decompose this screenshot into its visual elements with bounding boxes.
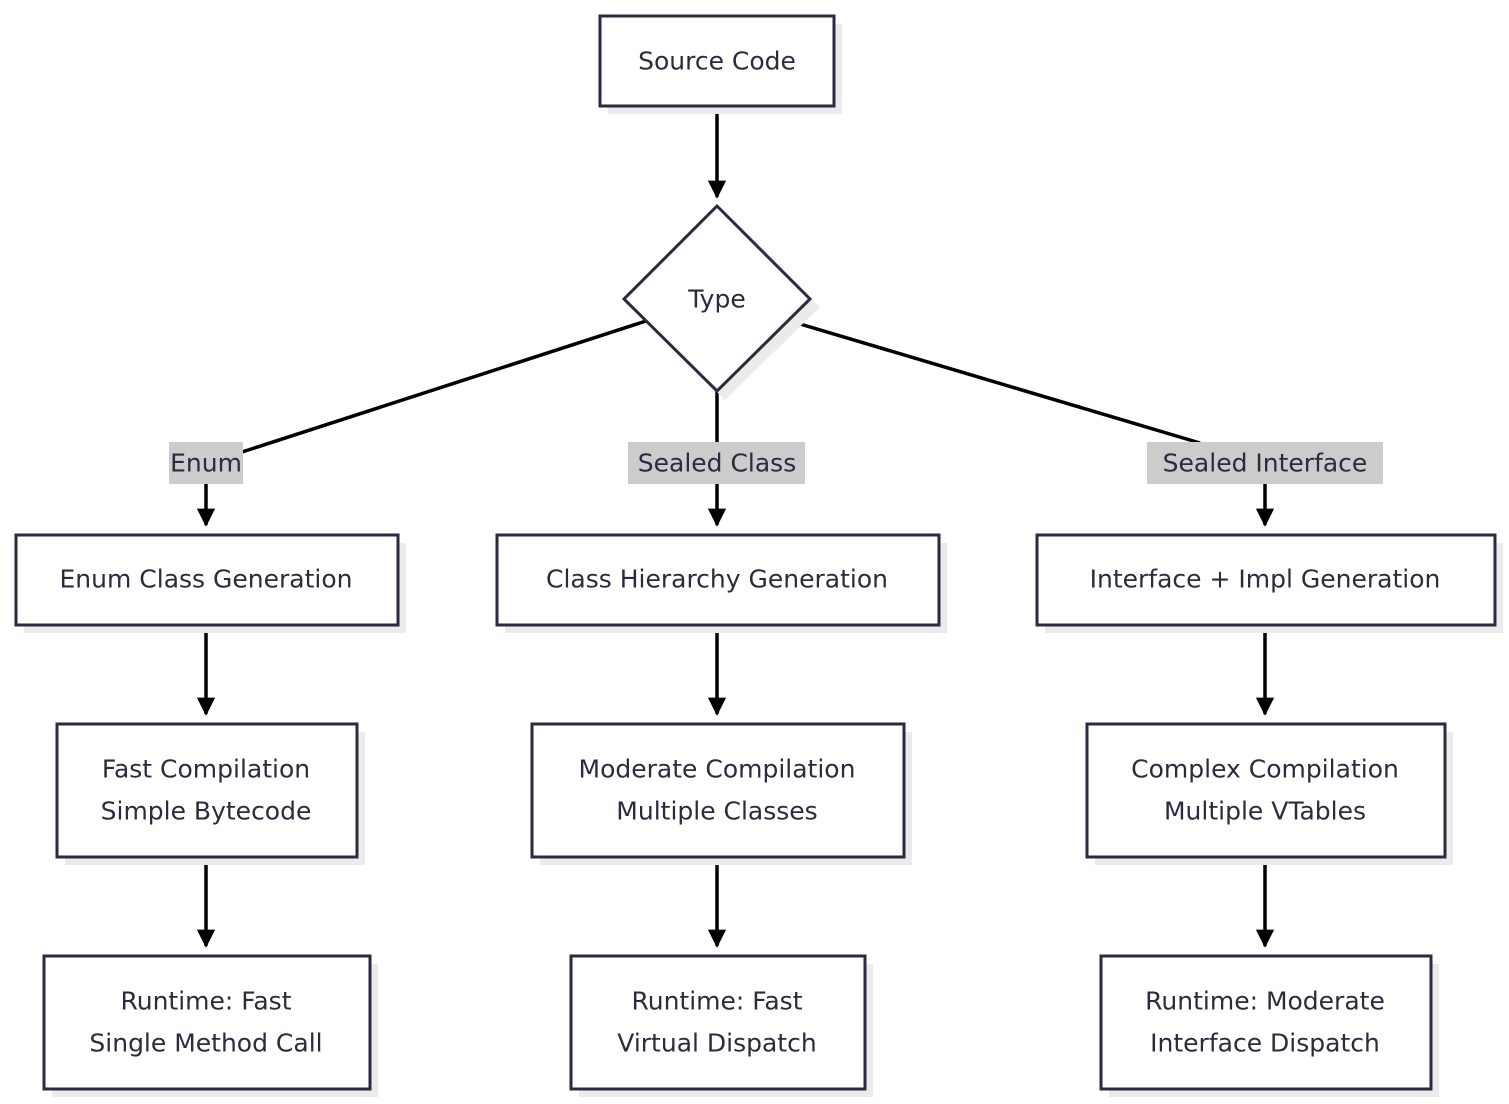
node-fast-compilation-line2: Simple Bytecode xyxy=(101,797,312,826)
node-runtime-virtual-dispatch: Runtime: Fast Virtual Dispatch xyxy=(569,954,873,1097)
node-runtime-virtual-dispatch-line1: Runtime: Fast xyxy=(631,987,802,1016)
node-runtime-interface-dispatch-line2: Interface Dispatch xyxy=(1150,1029,1380,1058)
node-complex-compilation: Complex Compilation Multiple VTables xyxy=(1085,722,1453,865)
node-type-label: Type xyxy=(687,285,745,314)
node-moderate-compilation: Moderate Compilation Multiple Classes xyxy=(530,722,912,865)
node-runtime-interface-dispatch-line1: Runtime: Moderate xyxy=(1145,987,1385,1016)
node-moderate-compilation-line1: Moderate Compilation xyxy=(579,755,856,784)
edge-label-sealed-interface-text: Sealed Interface xyxy=(1163,449,1368,478)
edges xyxy=(196,106,1275,948)
node-enum-class-generation: Enum Class Generation xyxy=(14,533,406,633)
node-class-hierarchy-generation: Class Hierarchy Generation xyxy=(495,533,947,633)
node-moderate-compilation-line2: Multiple Classes xyxy=(616,797,817,826)
edge-type-to-sealed-interface-label xyxy=(789,319,1201,445)
node-runtime-single-method-call: Runtime: Fast Single Method Call xyxy=(42,954,378,1097)
edge-label-enum: Enum xyxy=(169,442,243,484)
edge-label-sealed-class: Sealed Class xyxy=(628,442,805,484)
node-fast-compilation-line1: Fast Compilation xyxy=(102,755,310,784)
node-type-decision: Type xyxy=(621,203,820,400)
node-fast-compilation: Fast Compilation Simple Bytecode xyxy=(55,722,365,865)
edge-type-to-enum-label xyxy=(241,319,647,454)
edge-label-sealed-interface: Sealed Interface xyxy=(1147,442,1383,484)
node-enum-class-generation-label: Enum Class Generation xyxy=(60,565,353,594)
node-source-code-label: Source Code xyxy=(638,47,796,76)
node-complex-compilation-line2: Multiple VTables xyxy=(1164,797,1366,826)
node-runtime-interface-dispatch: Runtime: Moderate Interface Dispatch xyxy=(1099,954,1439,1097)
node-class-hierarchy-generation-label: Class Hierarchy Generation xyxy=(546,565,888,594)
node-runtime-virtual-dispatch-line2: Virtual Dispatch xyxy=(617,1029,816,1058)
node-interface-impl-generation: Interface + Impl Generation xyxy=(1035,533,1503,633)
node-interface-impl-generation-label: Interface + Impl Generation xyxy=(1090,565,1441,594)
node-runtime-single-method-call-line1: Runtime: Fast xyxy=(120,987,291,1016)
node-source-code: Source Code xyxy=(598,14,842,114)
edge-label-enum-text: Enum xyxy=(170,449,242,478)
edge-label-sealed-class-text: Sealed Class xyxy=(638,449,796,478)
node-complex-compilation-line1: Complex Compilation xyxy=(1131,755,1399,784)
node-runtime-single-method-call-line2: Single Method Call xyxy=(89,1029,322,1058)
